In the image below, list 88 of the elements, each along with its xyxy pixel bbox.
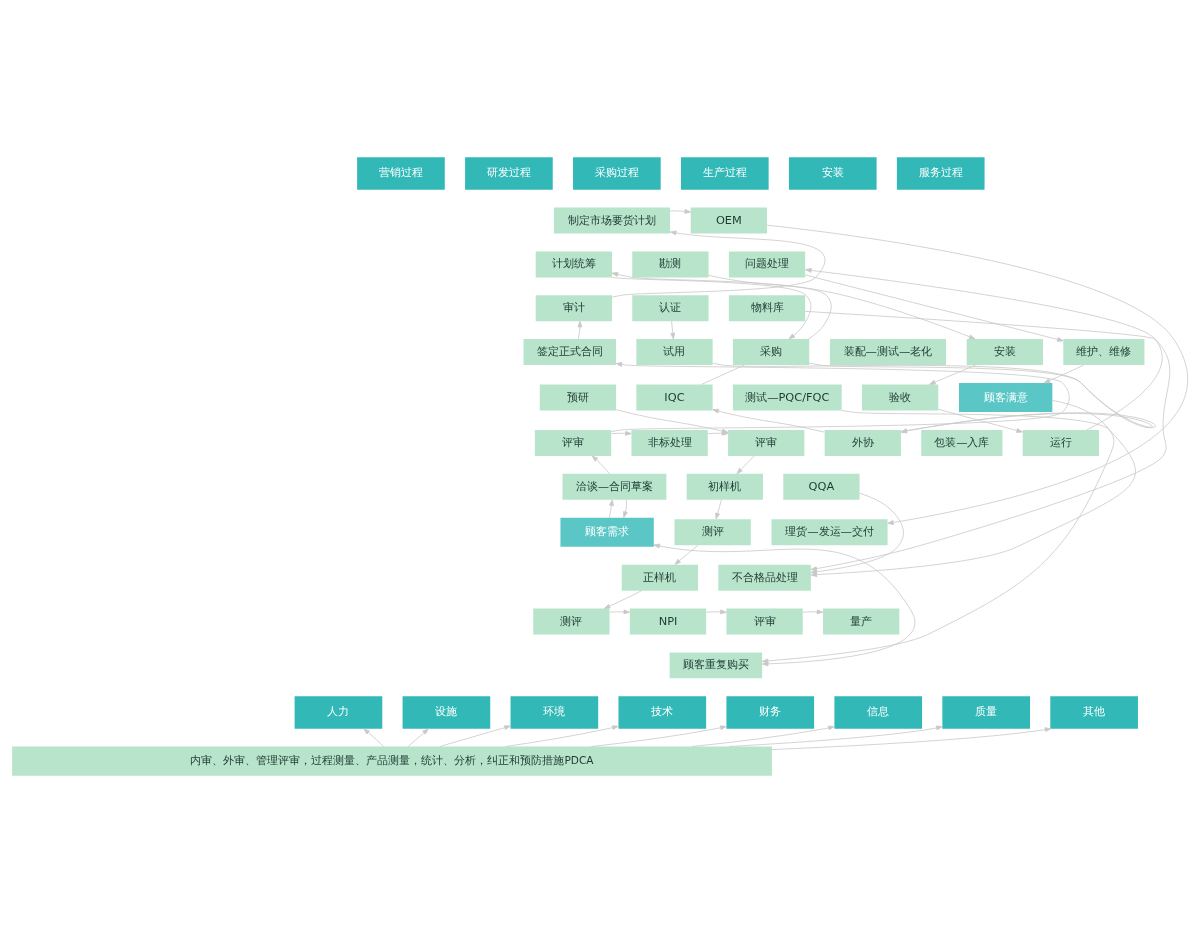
node-box: 洽谈—合同草案	[562, 473, 667, 500]
node-box: 评审	[728, 429, 805, 456]
node-box: 顾客需求	[560, 517, 654, 547]
node-box: 初样机	[686, 473, 763, 500]
arrow	[611, 430, 632, 436]
node-box: 包装—入库	[921, 429, 1003, 456]
node-box: 问题处理	[728, 250, 806, 277]
node-box: 验收	[862, 384, 939, 410]
arrow	[674, 544, 699, 565]
arrow	[708, 274, 976, 339]
node-box: 维护、维修	[1063, 338, 1145, 365]
node-box: 测评	[533, 608, 610, 634]
arrow	[505, 724, 619, 747]
node-box: 量产	[823, 608, 900, 634]
node-box: 签定正式合同	[523, 338, 617, 365]
arrow	[929, 364, 977, 385]
node-box: 顾客满意	[959, 382, 1053, 412]
node-box: QQA	[783, 473, 860, 500]
arrow	[938, 408, 1023, 433]
arrow	[802, 608, 824, 614]
node-box: 外协	[824, 429, 901, 456]
arrow	[728, 725, 943, 747]
arrow	[715, 498, 722, 519]
node-box: 认证	[632, 294, 709, 321]
node-box: 正样机	[621, 564, 699, 591]
node-box: 技术	[618, 695, 707, 729]
arrow	[609, 608, 631, 614]
node-box: 试用	[636, 338, 713, 365]
node-box: 勘测	[632, 250, 709, 277]
node-box: IQC	[636, 384, 713, 410]
arrow	[439, 724, 511, 747]
node-box: 制定市场要货计划	[553, 207, 670, 234]
arrow	[611, 271, 832, 339]
arrow	[407, 728, 429, 747]
node-box: 理货—发运—交付	[771, 518, 888, 545]
node-box: 预研	[539, 384, 617, 410]
arrow	[691, 725, 835, 747]
arrow	[609, 498, 614, 518]
node-box: 安装	[966, 338, 1043, 365]
arrow	[590, 724, 727, 747]
node-box: 测试—PQC/FQC	[732, 384, 842, 410]
arrow	[736, 455, 755, 474]
node-box: 运行	[1022, 429, 1099, 456]
arrow	[706, 608, 727, 614]
node-box: 其他	[1050, 695, 1138, 729]
arrow	[669, 208, 691, 214]
node-box: 研发过程	[465, 156, 553, 190]
arrow	[771, 726, 1052, 750]
arrow	[804, 310, 1171, 571]
node-box: 计划统筹	[535, 250, 612, 277]
arrow	[611, 230, 826, 297]
arrow	[577, 320, 583, 339]
node-box: 服务过程	[896, 156, 985, 190]
node-box: 环境	[510, 695, 599, 729]
node-box: 采购	[732, 338, 810, 365]
arrow	[623, 498, 628, 518]
arrow	[810, 492, 904, 574]
arrow	[603, 589, 642, 609]
node-box: NPI	[629, 608, 707, 634]
node-box: 财务	[726, 695, 815, 729]
node-box: 物料库	[728, 294, 806, 321]
node-box: 生产过程	[681, 156, 769, 190]
node-box: 采购过程	[573, 156, 661, 190]
node-box: 不合格品处理	[718, 564, 811, 591]
arrow	[611, 276, 812, 339]
node-box: 质量	[942, 695, 1030, 729]
arrow	[805, 267, 1163, 430]
node-box: 非标处理	[631, 429, 708, 456]
node-box: 营销过程	[357, 156, 445, 190]
node-box: 人力	[294, 695, 383, 729]
node-box: 评审	[534, 429, 612, 456]
arrow	[1043, 364, 1085, 383]
node-box: 顾客重复购买	[669, 651, 763, 678]
arrow	[766, 224, 1188, 525]
arrow	[363, 728, 384, 747]
node-box: OEM	[690, 207, 767, 234]
node-box: 设施	[402, 695, 491, 729]
arrow	[670, 320, 676, 339]
node-box: 安装	[788, 156, 877, 190]
arrow	[808, 362, 1153, 433]
node-box: 测评	[674, 518, 751, 545]
node-box: 内审、外审、管理评审，过程测量、产品测量，统计、分析，纠正和预防措施PDCA	[12, 746, 772, 776]
arrow	[804, 274, 1064, 342]
node-box: 信息	[834, 695, 923, 729]
node-box: 装配—测试—老化	[829, 338, 946, 365]
arrow	[591, 455, 610, 474]
node-box: 评审	[726, 608, 803, 634]
node-box: 审计	[535, 294, 612, 321]
